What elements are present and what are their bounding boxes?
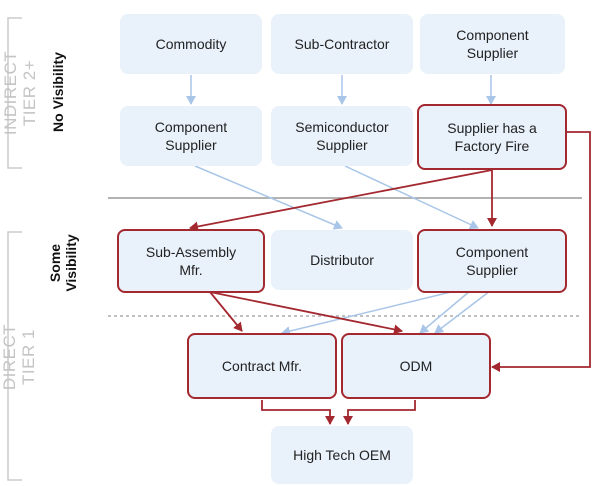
contract-mfr-node: Contract Mfr.	[187, 333, 337, 399]
component-supplier-t1-node: Component Supplier	[417, 229, 567, 293]
disrupt-fire-to-subassembly	[189, 169, 493, 232]
disrupt-subassembly-to-contract	[209, 291, 243, 332]
disrupt-odm-to-oem	[343, 400, 416, 425]
flow-t1component-to-contract	[281, 290, 456, 336]
commodity-node: Commodity	[120, 14, 262, 74]
factory-fire-node: Supplier has a Factory Fire	[417, 104, 567, 170]
indirect-tier-bracket	[7, 17, 22, 169]
disrupt-contract-to-oem	[261, 400, 335, 425]
disrupt-fire-to-odm	[491, 131, 591, 372]
direct-tier-label: DIRECT TIER 1	[0, 323, 38, 391]
semiconductor-supplier-node: Semiconductor Supplier	[271, 106, 413, 166]
flow-component-to-distributor	[194, 165, 343, 230]
some-visibility-label: Some Visibility	[47, 234, 79, 292]
direct-tier-bracket	[7, 231, 22, 481]
indirect-tier-label: INDIRECT TIER 2+	[1, 50, 39, 136]
component-supplier-top-node: Component Supplier	[420, 14, 565, 74]
distributor-node: Distributor	[271, 230, 413, 290]
component-supplier-node: Component Supplier	[120, 106, 262, 166]
no-visibility-label: No Visibility	[50, 52, 66, 132]
flow-semiconductor-to-component	[344, 165, 479, 230]
flow-t1component-to-odm-a	[419, 290, 471, 334]
odm-node: ODM	[341, 333, 491, 399]
disrupt-subassembly-to-odm	[209, 291, 403, 335]
flow-t1component-to-odm-b	[434, 290, 491, 334]
sub-assembly-node: Sub-Assembly Mfr.	[117, 229, 265, 293]
sub-contractor-node: Sub-Contractor	[271, 14, 413, 74]
oem-node: High Tech OEM	[271, 426, 413, 484]
